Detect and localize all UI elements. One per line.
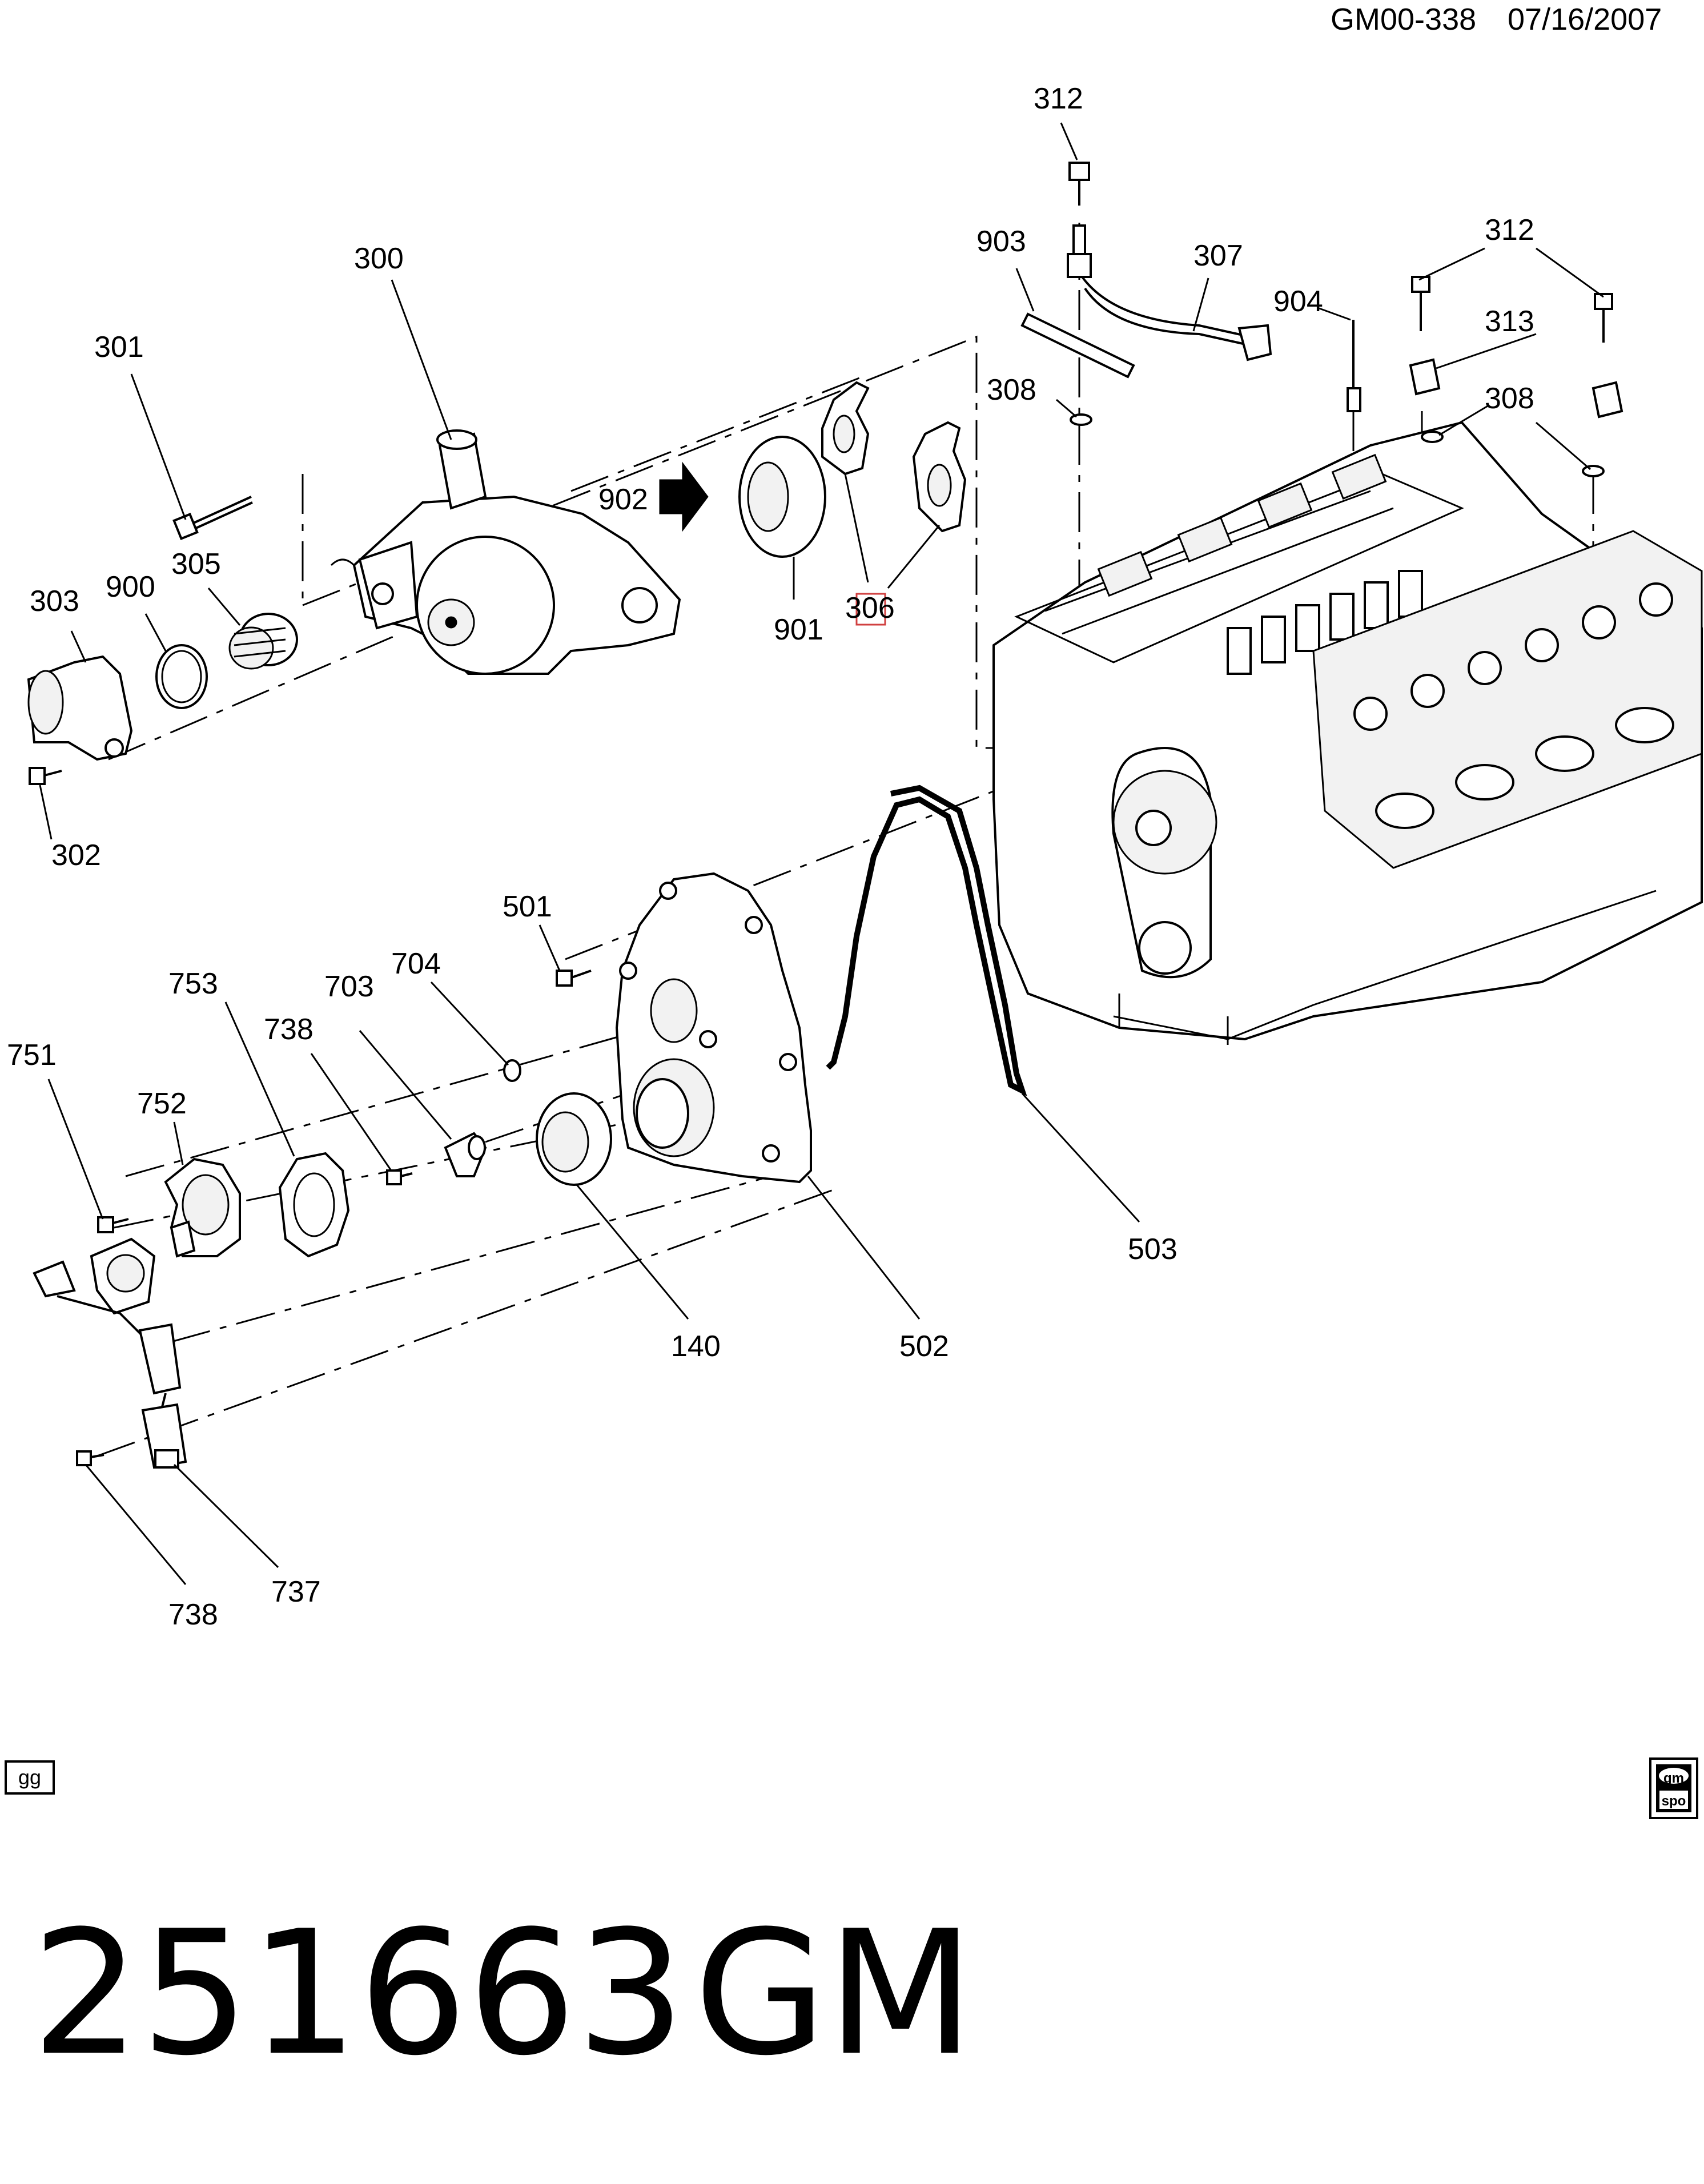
callout-302: 302 [51,839,101,872]
footer: gg gm spo 251663 GM [5,1757,1698,2093]
callout-902: 902 [598,483,648,516]
washer-308a [1070,413,1092,426]
gasket-901 [738,436,826,558]
brand-name: GM [694,1894,974,2093]
tube-903 [1020,312,1135,379]
callout-501: 501 [503,890,552,923]
spacer-313a [1409,358,1441,396]
sensor-737 [33,1237,187,1469]
badge-gg-text: gg [18,1765,41,1789]
callout-502: 502 [899,1330,949,1363]
diagram-number: 251663 [31,1894,685,2093]
callout-737: 737 [271,1575,321,1608]
gaskets-306 [821,381,967,533]
gasket-753 [278,1152,350,1258]
callout-903: 903 [976,225,1026,258]
callout-901: 901 [774,613,823,646]
stud-904 [1347,320,1361,412]
callout-300: 300 [354,242,404,275]
engine-block [992,421,1703,1045]
callout-303: 303 [30,585,79,618]
washer-308b [1421,431,1444,443]
seal-140 [536,1092,612,1186]
water-pump [330,429,681,675]
badge-gg [5,1760,55,1795]
thermostat-305 [228,613,298,670]
diagram-code: GM00-338 [1331,2,1476,37]
callout-140: 140 [671,1330,721,1363]
oring-704 [503,1059,521,1082]
callout-306: 306 [845,592,895,625]
callout-307: 307 [1193,239,1243,272]
front-cover-502 [615,872,812,1184]
callout-312: 312 [1034,82,1083,115]
callout-308b: 308 [1485,382,1534,415]
callout-752: 752 [137,1087,187,1120]
bolt-738a [386,1169,413,1185]
callout-753: 753 [168,967,218,1000]
washer-308c [1582,465,1605,477]
arrow-902 [659,461,709,532]
callout-703: 703 [324,970,374,1003]
oring-900 [155,644,208,709]
callout-labels: 312 903 307 312 904 313 308 308 300 301 … [7,82,1534,1631]
callout-704: 704 [391,947,441,980]
callout-738a: 738 [264,1013,314,1046]
cover-752 [164,1157,241,1258]
callout-301: 301 [94,331,144,364]
callout-305: 305 [171,548,221,581]
callout-308a: 308 [987,373,1036,407]
callout-751: 751 [7,1039,57,1072]
diagram-date: 07/16/2007 [1508,2,1662,37]
bolt-751 [97,1216,129,1233]
callout-904: 904 [1273,285,1323,318]
sensor-703 [444,1132,487,1177]
callout-738b: 738 [168,1598,218,1631]
bolt-312-top [1068,162,1090,206]
leader-lines [39,122,1604,1585]
callout-312b: 312 [1485,214,1534,247]
gmspo-logo-bottom: spo [1662,1793,1686,1809]
highlight-box [855,593,886,626]
bolt-501 [556,970,592,987]
bolt-302 [29,767,62,785]
gmspo-logo-top: gm [1663,1771,1684,1786]
callout-313: 313 [1485,305,1534,338]
callout-900: 900 [106,570,155,604]
gasket-503 [826,785,1027,1096]
bolt-301 [172,496,253,540]
thermostat-housing-303 [27,655,133,761]
callout-503: 503 [1128,1233,1177,1266]
bolt-738b [76,1450,105,1466]
bracket-307 [1067,224,1272,361]
spacer-313b [1592,381,1623,419]
